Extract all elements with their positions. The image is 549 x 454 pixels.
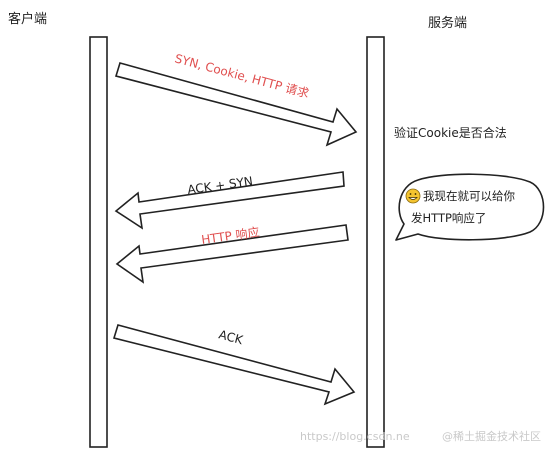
server-label: 服务端 [428,15,467,31]
arrow-ack [112,324,356,406]
server-note: 验证Cookie是否合法 [394,125,507,140]
message-ack: ACK [217,327,245,347]
speech-bubble [395,173,545,241]
speech-bubble-line2: 发HTTP响应了 [411,211,486,225]
arrow-syn-cookie-request [114,62,358,147]
grinning-face-icon [405,188,421,204]
arrow-http-response [115,224,349,284]
server-lifeline [366,36,385,448]
client-label: 客户端 [8,11,47,27]
watermark-site: @稀土掘金技术社区 [442,429,541,443]
arrow-ack-syn [114,171,345,230]
speech-bubble-line1: 我现在就可以给你 [423,189,515,203]
client-lifeline [89,36,108,448]
watermark-url: https://blog.csdn.ne [300,430,410,443]
